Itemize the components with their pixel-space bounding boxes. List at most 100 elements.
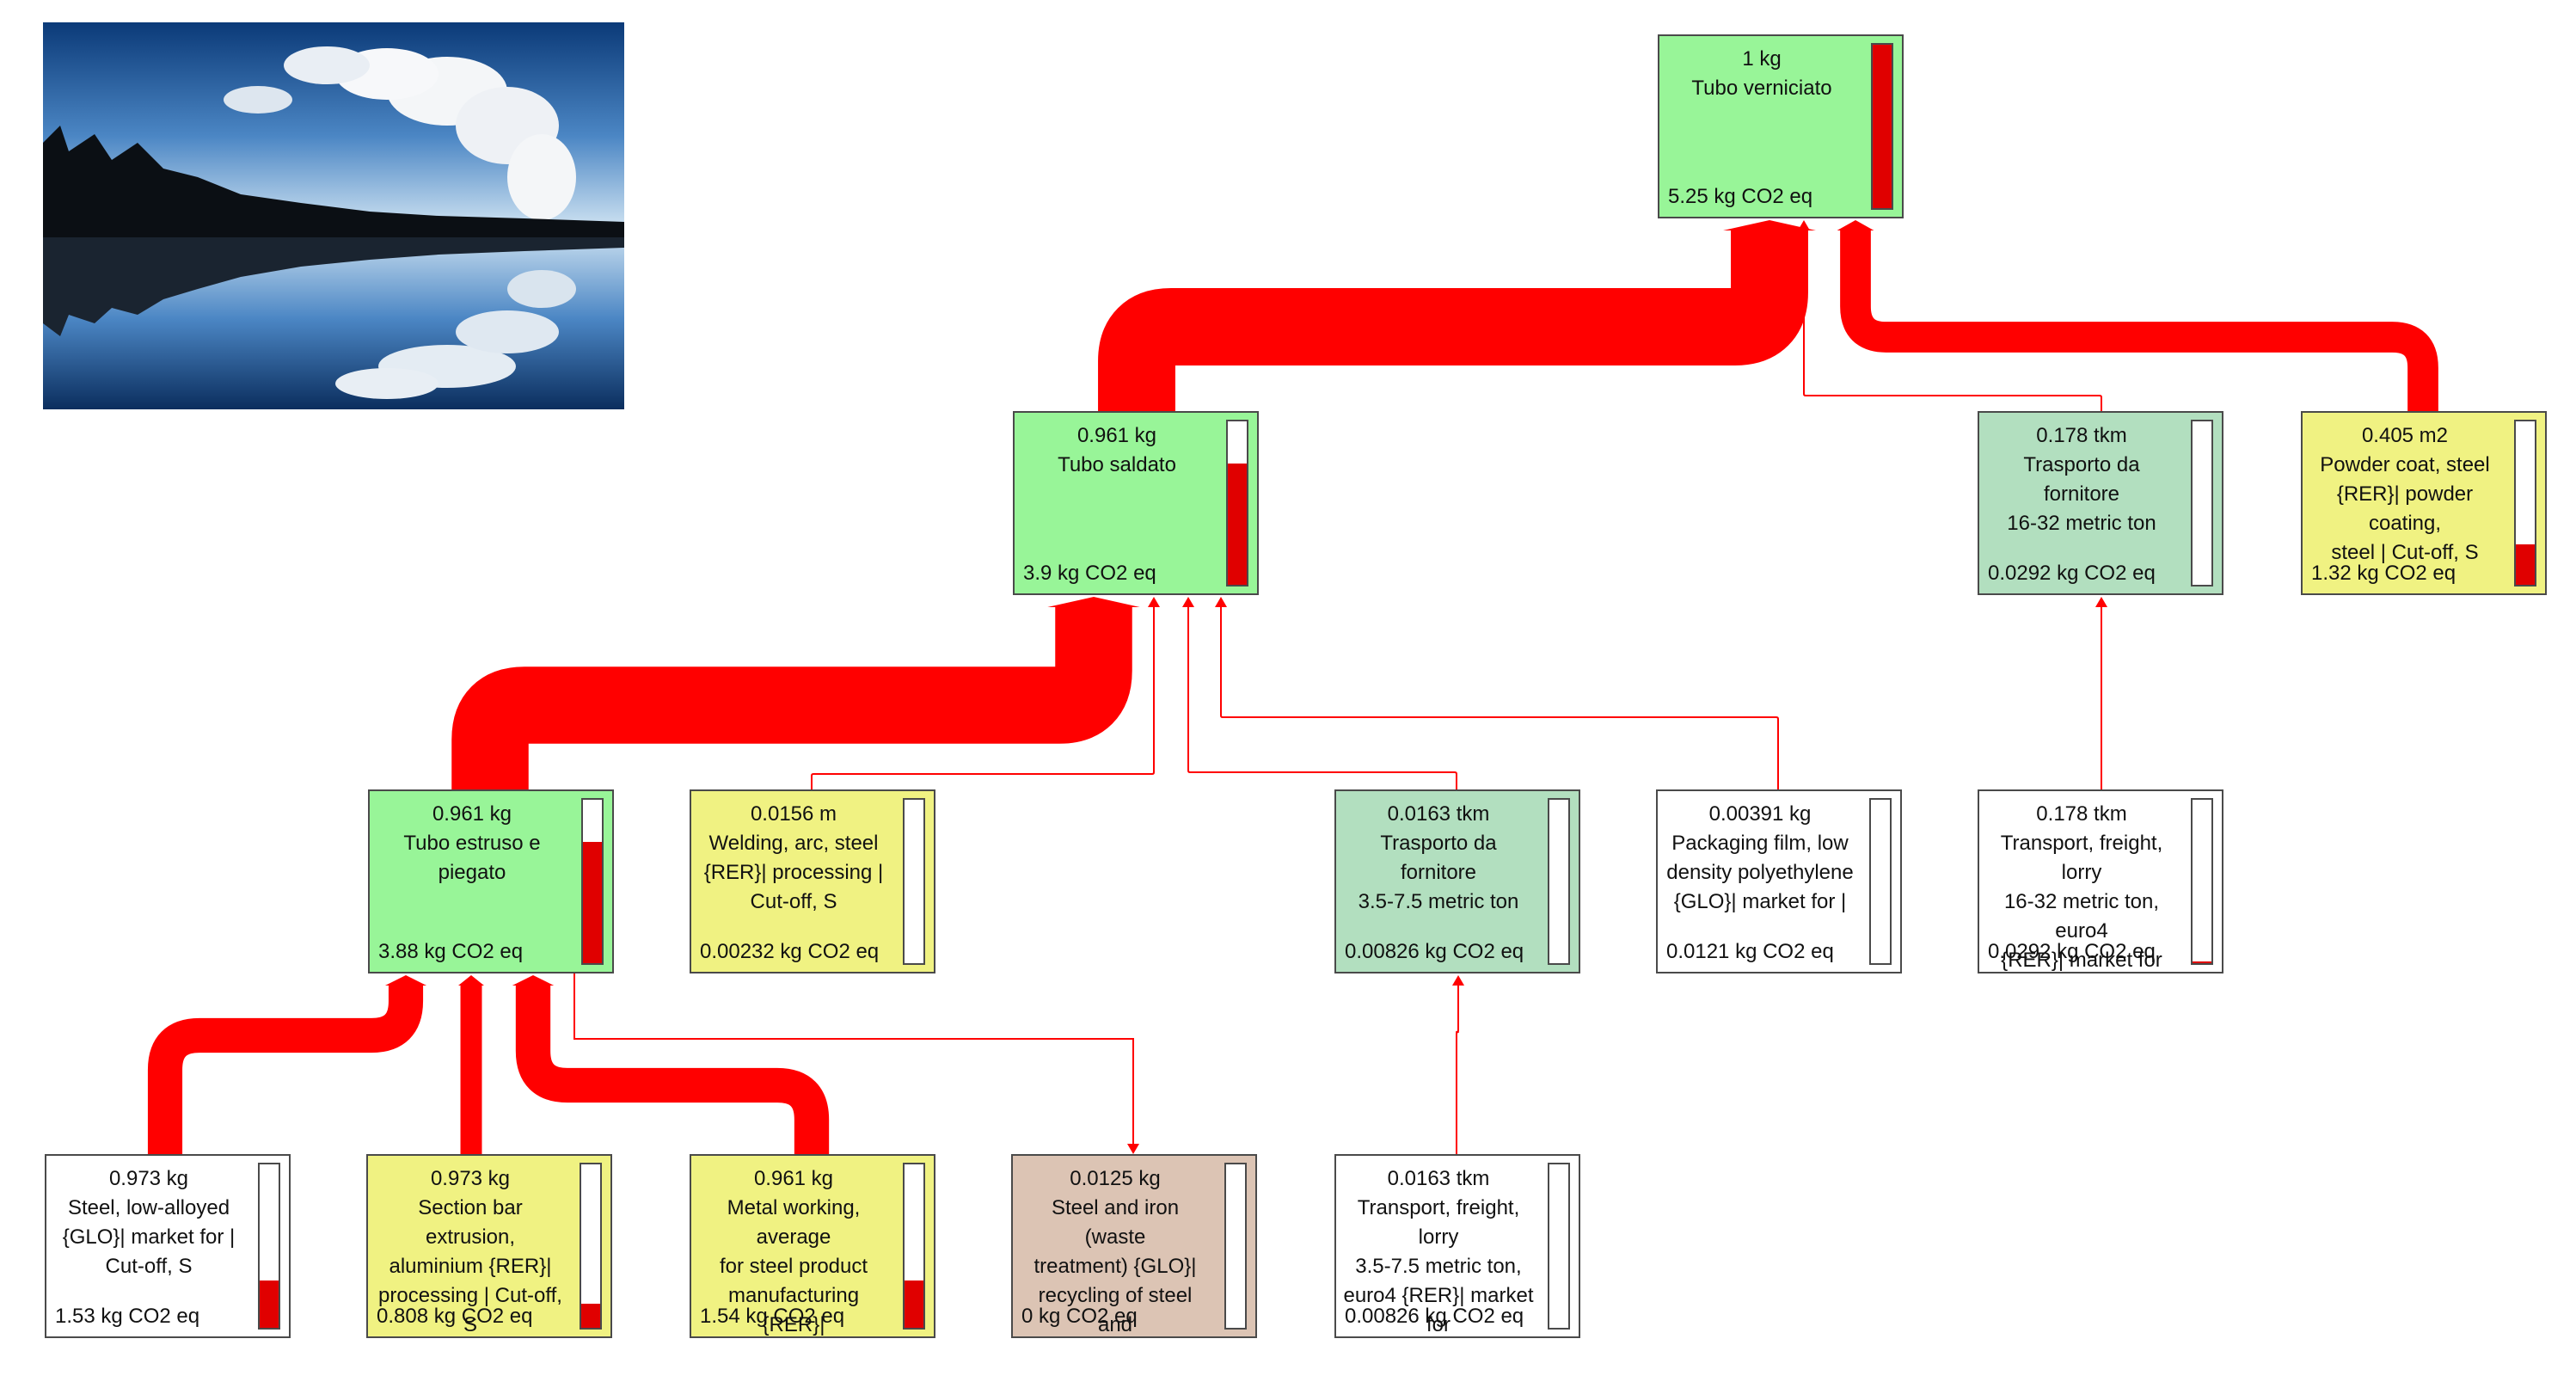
node-impact: 1.53 kg CO2 eq [55,1305,200,1328]
node-name: Transport, freight, lorry 16-32 metric t… [2000,832,2163,972]
flow-link [1187,605,1457,789]
node-impact: 0.00232 kg CO2 eq [700,940,880,963]
node-amount: 0.0125 kg [1070,1167,1161,1190]
node-amount: 0.961 kg [432,802,512,826]
node-name: Steel, low-alloyed {GLO}| market for | C… [62,1196,236,1278]
node-impact: 0.0292 kg CO2 eq [1988,562,2156,585]
node-amount: 0.0163 tkm [1387,1167,1490,1190]
process-node[interactable]: 0.00391 kg Packaging film, low density po… [1656,789,1902,973]
flow-link [573,973,1134,1149]
process-node[interactable]: 0.0156 m Welding, arc, steel {RER}| proce… [690,789,935,973]
process-node[interactable]: 0.961 kg Metal working, average for steel… [690,1154,935,1338]
impact-indicator-fill [583,842,602,963]
impact-indicator-bar [2191,420,2213,587]
node-impact: 0.00826 kg CO2 eq [1345,940,1524,963]
node-name: Transport, freight, lorry 3.5-7.5 metric… [1343,1196,1534,1336]
node-amount: 0.961 kg [753,1167,834,1190]
node-name: Metal working, average for steel product… [719,1196,868,1336]
flow-link [515,984,830,1154]
flow-link [1803,229,2102,411]
flow-arrowhead [1148,597,1160,607]
node-amount: 0.0156 m [750,802,837,826]
node-impact: 1.54 kg CO2 eq [700,1305,845,1328]
impact-indicator-fill [2193,961,2211,963]
flow-arrowhead [458,975,484,986]
flow-link [1098,229,1808,411]
node-name: Section bar extrusion, aluminium {RER}| … [378,1196,562,1336]
node-name: Powder coat, steel {RER}| powder coating… [2320,453,2490,564]
flow-link [1456,984,1459,1154]
flow-link [1840,229,2438,411]
flow-arrowhead [1837,220,1874,230]
node-impact: 1.32 kg CO2 eq [2311,562,2456,585]
impact-indicator-fill [260,1280,279,1328]
flow-arrowhead [1127,1144,1139,1154]
flow-arrowhead [2095,597,2107,607]
node-amount: 0.178 tkm [2036,424,2127,447]
impact-indicator-bar [1871,43,1893,210]
node-name: Tubo verniciato [1691,77,1832,100]
impact-indicator-bar [1548,798,1570,965]
flow-arrowhead [1047,597,1140,607]
flow-arrowhead [384,975,427,986]
impact-indicator-bar [1548,1163,1570,1330]
node-impact: 0.00826 kg CO2 eq [1345,1305,1524,1328]
node-name: Welding, arc, steel {RER}| processing | … [703,832,884,913]
node-impact: 0 kg CO2 eq [1021,1305,1138,1328]
impact-indicator-bar [2191,798,2213,965]
impact-indicator-bar [1869,798,1892,965]
process-node[interactable]: 0.961 kg Tubo estruso e piegato 3.88 kg CO… [368,789,614,973]
flow-arrowhead [1182,597,1194,607]
impact-indicator-bar [1224,1163,1247,1330]
impact-indicator-bar [258,1163,280,1330]
node-amount: 0.405 m2 [2361,424,2449,447]
impact-indicator-bar [2514,420,2536,587]
impact-indicator-fill [581,1303,600,1328]
impact-indicator-fill [905,1280,923,1328]
process-node[interactable]: 0.973 kg Steel, low-alloyed {GLO}| market… [45,1154,291,1338]
flow-arrowhead [512,975,555,986]
flow-link [1220,605,1779,789]
node-amount: 1 kg [1742,47,1782,71]
node-amount: 0.973 kg [108,1167,189,1190]
node-name: Steel and iron (waste treatment) {GLO}| … [1033,1196,1197,1336]
node-name: Tubo saldato [1058,453,1176,476]
node-impact: 0.0292 kg CO2 eq [1988,940,2156,963]
landscape-photo [43,22,624,409]
node-name: Trasporto da fornitore 3.5-7.5 metric to… [1358,832,1519,913]
flow-arrowhead [1798,220,1810,230]
node-impact: 0.0121 kg CO2 eq [1666,940,1834,963]
node-amount: 0.0163 tkm [1387,802,1490,826]
flow-link [811,605,1155,789]
node-impact: 3.88 kg CO2 eq [378,940,524,963]
impact-indicator-fill [2516,544,2535,585]
flow-link [451,605,1132,789]
flow-arrowhead [1723,220,1816,230]
process-node[interactable]: 1 kg Tubo verniciato 5.25 kg CO2 eq [1658,34,1904,218]
node-name: Tubo estruso e piegato [403,832,541,884]
impact-indicator-bar [903,798,925,965]
impact-indicator-fill [1228,464,1247,585]
flow-arrowhead [1215,597,1227,607]
impact-indicator-bar [581,798,604,965]
node-amount: 0.00391 kg [1708,802,1812,826]
node-name: Trasporto da fornitore 16-32 metric ton [2007,453,2156,535]
node-name: Packaging film, low density polyethylene… [1666,832,1854,913]
node-impact: 3.9 kg CO2 eq [1023,562,1156,585]
impact-indicator-bar [903,1163,925,1330]
impact-indicator-bar [580,1163,602,1330]
impact-indicator-bar [1226,420,1248,587]
process-node[interactable]: 0.0125 kg Steel and iron (waste treatment… [1011,1154,1257,1338]
node-impact: 0.808 kg CO2 eq [377,1305,533,1328]
impact-indicator-fill [1873,45,1892,208]
node-impact: 5.25 kg CO2 eq [1668,185,1813,208]
process-node[interactable]: 0.405 m2 Powder coat, steel {RER}| powder… [2301,411,2547,595]
